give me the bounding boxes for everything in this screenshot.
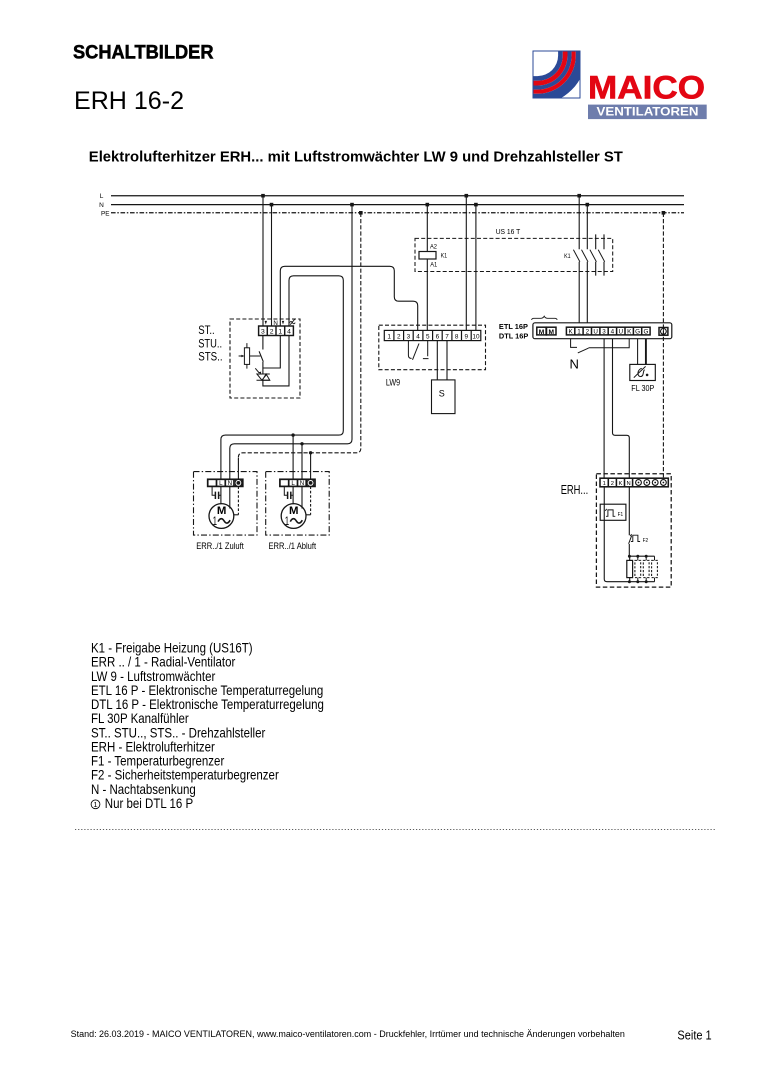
svg-text:M: M	[549, 329, 555, 336]
svg-text:MAICO: MAICO	[588, 70, 705, 106]
svg-text:ERH 16-2: ERH 16-2	[74, 87, 184, 115]
svg-text:3: 3	[602, 329, 606, 336]
svg-text:DTL 16P: DTL 16P	[499, 331, 528, 340]
svg-text:3: 3	[407, 333, 411, 340]
svg-text:N: N	[300, 480, 304, 487]
svg-text:Elektrolufterhitzer ERH... mit: Elektrolufterhitzer ERH... mit Luftstrom…	[89, 150, 623, 166]
svg-text:F2: F2	[643, 538, 649, 544]
svg-text:U: U	[619, 329, 624, 336]
svg-text:1: 1	[278, 329, 282, 336]
svg-text:F2 - Sicherheitstemperaturbegr: F2 - Sicherheitstemperaturbegrenzer	[91, 767, 279, 783]
svg-text:2: 2	[270, 329, 274, 336]
svg-text:3: 3	[261, 329, 265, 336]
svg-text:VENTILATOREN: VENTILATOREN	[597, 105, 699, 118]
svg-text:N: N	[228, 480, 232, 487]
svg-text:2: 2	[397, 333, 401, 340]
svg-text:SCHALTBILDER: SCHALTBILDER	[73, 41, 214, 63]
svg-text:G: G	[643, 329, 648, 336]
svg-text:M: M	[217, 505, 227, 517]
svg-text:F1 - Temperaturbegrenzer: F1 - Temperaturbegrenzer	[91, 752, 225, 768]
svg-text:5: 5	[426, 333, 430, 340]
svg-text:L: L	[291, 480, 295, 487]
svg-text:K: K	[627, 329, 632, 336]
svg-text:M: M	[289, 505, 299, 517]
svg-text:ETL 16P: ETL 16P	[499, 322, 528, 331]
svg-text:1: 1	[213, 514, 218, 528]
svg-text:DTL 16 P - Elektronische Tempe: DTL 16 P - Elektronische Temperaturregel…	[91, 696, 324, 712]
svg-text:6: 6	[436, 333, 440, 340]
svg-text:A1: A1	[430, 262, 438, 269]
svg-text:STU..: STU..	[198, 338, 222, 350]
svg-text:US 16 T: US 16 T	[496, 227, 521, 236]
svg-text:9: 9	[465, 333, 469, 340]
svg-text:Nur bei DTL 16 P: Nur bei DTL 16 P	[105, 795, 193, 811]
svg-text:F1: F1	[618, 512, 624, 518]
svg-text:ERR../1 Abluft: ERR../1 Abluft	[269, 541, 317, 551]
svg-text:7: 7	[445, 333, 449, 340]
svg-text:N: N	[570, 357, 579, 372]
svg-text:8: 8	[455, 333, 459, 340]
svg-text:1: 1	[387, 333, 391, 340]
svg-text:U: U	[593, 329, 598, 336]
svg-text:K1 - Freigabe Heizung (US16T): K1 - Freigabe Heizung (US16T)	[91, 639, 253, 655]
svg-text:M: M	[539, 329, 545, 336]
svg-text:STS..: STS..	[198, 352, 222, 364]
svg-text:4: 4	[611, 329, 615, 336]
svg-text:1: 1	[603, 481, 606, 487]
svg-text:K: K	[568, 329, 573, 336]
svg-text:ERH...: ERH...	[561, 482, 589, 497]
svg-text:N: N	[626, 481, 630, 487]
svg-text:A2: A2	[430, 244, 438, 251]
svg-text:ERR../1 Zuluft: ERR../1 Zuluft	[196, 541, 244, 551]
svg-text:N: N	[99, 202, 104, 209]
svg-text:ETL 16 P - Elektronische Tempe: ETL 16 P - Elektronische Temperaturregel…	[91, 682, 323, 698]
svg-text:FL 30P: FL 30P	[631, 384, 654, 393]
svg-text:K: K	[619, 481, 623, 487]
svg-text:4: 4	[416, 333, 420, 340]
svg-text:G: G	[635, 329, 640, 336]
svg-text:Stand: 26.03.2019 - MAICO VENT: Stand: 26.03.2019 - MAICO VENTILATOREN, …	[71, 1029, 625, 1040]
svg-text:ST.. STU.., STS.. - Drehzahlst: ST.. STU.., STS.. - Drehzahlsteller	[91, 724, 266, 740]
svg-text:N: N	[273, 320, 277, 327]
svg-text:ERR .. / 1 - Radial-Ventilator: ERR .. / 1 - Radial-Ventilator	[91, 654, 236, 670]
svg-text:LW9: LW9	[386, 377, 400, 387]
svg-text:L: L	[219, 480, 223, 487]
svg-text:LW 9 - Luftstromwächter: LW 9 - Luftstromwächter	[91, 668, 216, 684]
svg-text:ST..: ST..	[198, 325, 215, 337]
svg-text:FL 30P Kanalfühler: FL 30P Kanalfühler	[91, 710, 189, 726]
svg-text:1: 1	[577, 329, 581, 336]
svg-text:PE: PE	[101, 210, 110, 217]
svg-text:Seite 1: Seite 1	[677, 1028, 711, 1043]
svg-text:2: 2	[611, 481, 614, 487]
svg-text:L: L	[100, 193, 104, 200]
svg-text:1: 1	[93, 800, 97, 809]
svg-text:ERH - Elektrolufterhitzer: ERH - Elektrolufterhitzer	[91, 738, 216, 754]
svg-text:S: S	[439, 388, 445, 398]
svg-text:10: 10	[472, 333, 480, 340]
svg-text:4: 4	[287, 329, 291, 336]
svg-text:1: 1	[285, 514, 290, 528]
svg-text:K1: K1	[564, 253, 571, 260]
svg-text:N - Nachtabsenkung: N - Nachtabsenkung	[91, 781, 196, 797]
svg-text:K1: K1	[441, 252, 448, 259]
svg-text:2: 2	[586, 329, 590, 336]
